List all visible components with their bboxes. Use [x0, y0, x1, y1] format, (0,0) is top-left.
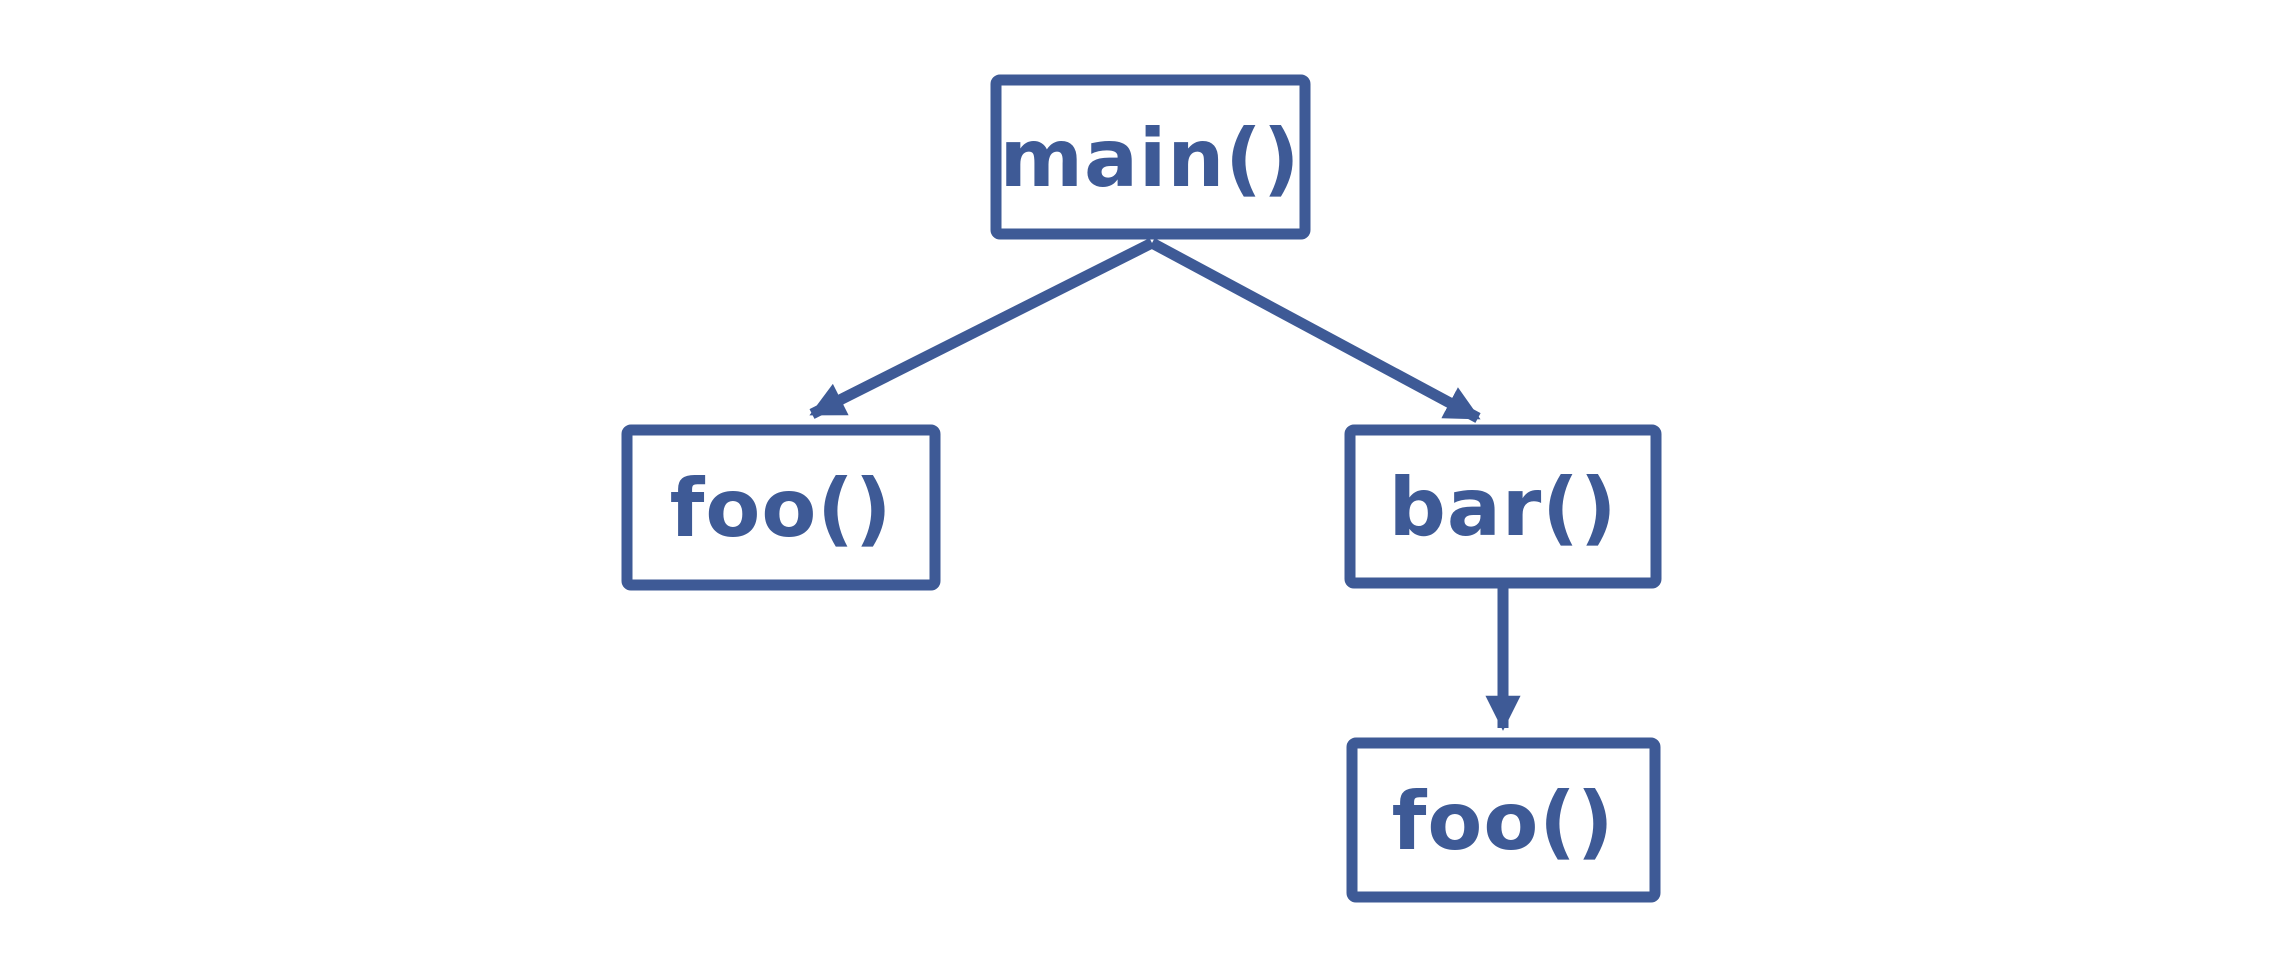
edge-main-to-bar: [1149, 238, 1481, 423]
edge-main-to-foo-left: [809, 238, 1155, 419]
node-box-foo-bottom: [1346, 737, 1661, 903]
node-label-bar: bar(): [1389, 461, 1618, 554]
node-box-foo-left: [621, 424, 941, 591]
node-box-bar: [1344, 424, 1662, 589]
node-label-foo-left: foo(): [670, 462, 893, 555]
node-label-foo-bottom: foo(): [1392, 775, 1615, 868]
node-box-main: [990, 74, 1311, 240]
node-label-main: main(): [1000, 112, 1301, 205]
